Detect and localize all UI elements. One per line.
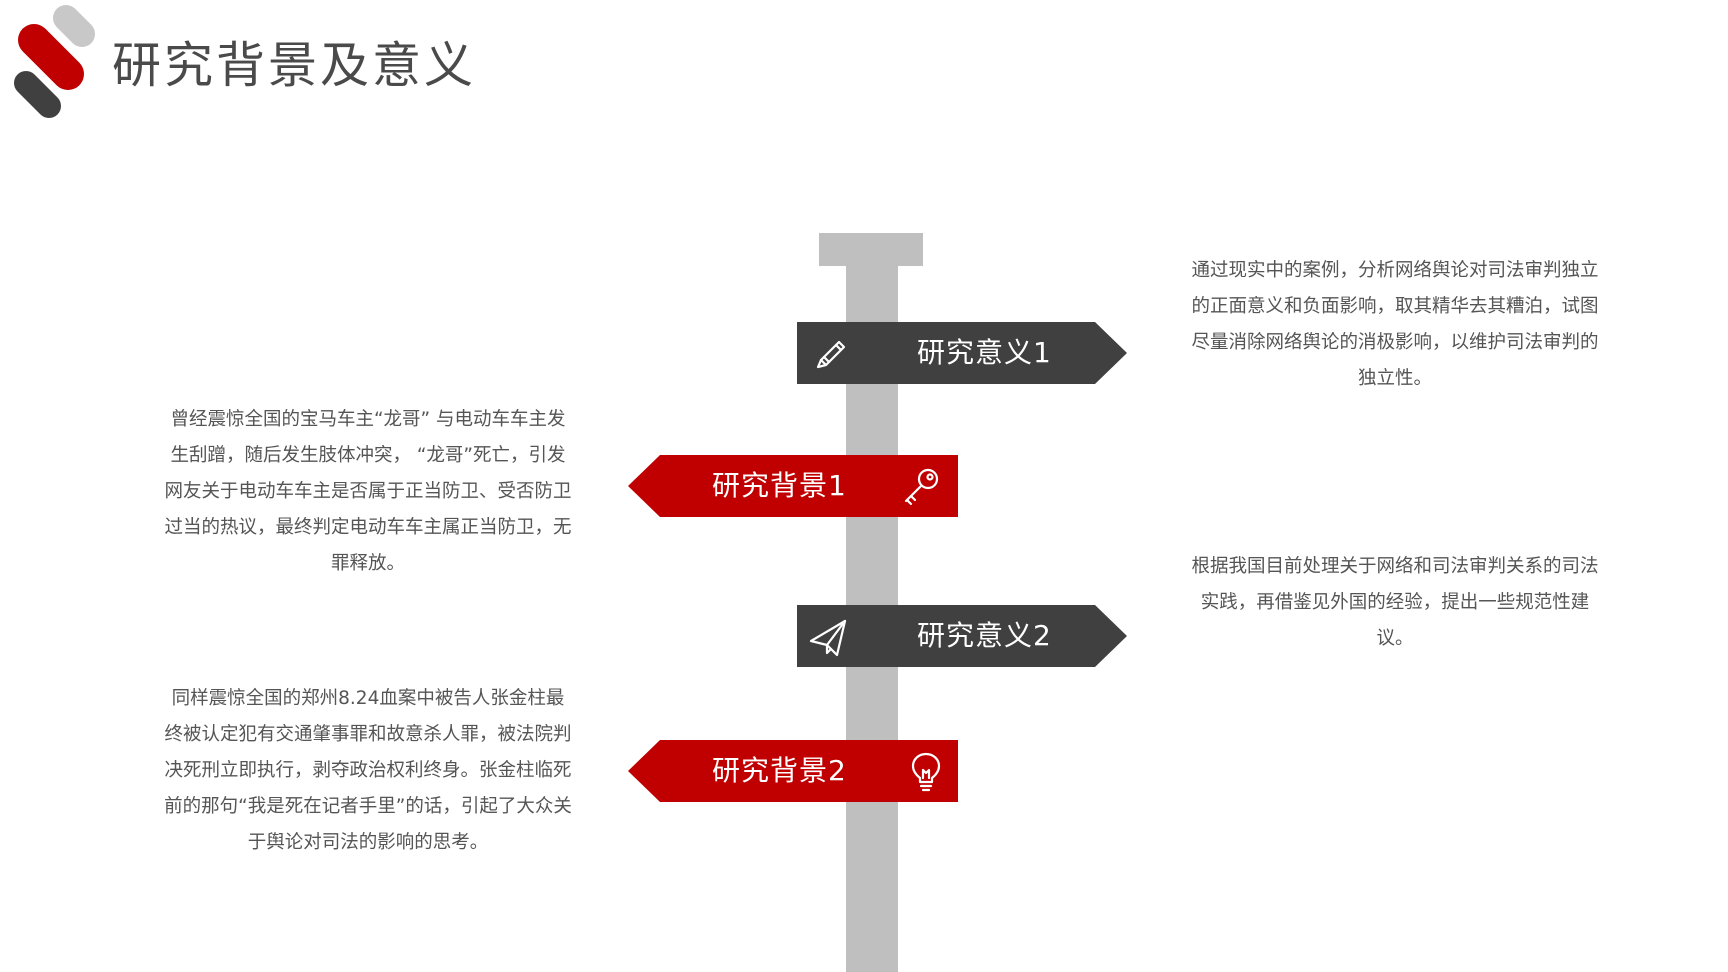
logo-red-stroke (18, 24, 84, 90)
description-background-2: 同样震惊全国的郑州8.24血案中被告人张金柱最终被认定犯有交通肇事罪和故意杀人罪… (164, 688, 572, 853)
sign-background-1-label: 研究背景1 (712, 469, 847, 502)
sign-background-2-label: 研究背景2 (712, 754, 847, 787)
key-icon (904, 468, 939, 506)
sign-background-1[interactable]: 研究背景1 (628, 455, 958, 517)
sign-background-1-shape (628, 455, 958, 517)
description-background-1: 曾经震惊全国的宝马车主“龙哥” 与电动车车主发生刮蹭，随后发生肢体冲突， “龙哥… (164, 409, 572, 574)
lightbulb-icon (911, 752, 941, 792)
sign-significance-1-label: 研究意义1 (917, 336, 1052, 369)
paper-plane-icon (809, 619, 847, 657)
logo (14, 5, 95, 118)
sign-significance-1[interactable]: 研究意义1 (797, 322, 1127, 384)
signpost-cap (819, 233, 923, 266)
description-significance-2: 根据我国目前处理关于网络和司法审判关系的司法实践，再借鉴见外国的经验，提出一些规… (1191, 556, 1599, 649)
logo-gray-stroke (53, 5, 95, 47)
sign-significance-1-shape (797, 322, 1127, 384)
logo-dark-stroke (14, 71, 61, 118)
sign-background-2-shape (628, 740, 958, 802)
sign-significance-2-label: 研究意义2 (917, 619, 1052, 652)
description-significance-1: 通过现实中的案例，分析网络舆论对司法审判独立的正面意义和负面影响，取其精华去其糟… (1191, 260, 1599, 389)
page-title: 研究背景及意义 (112, 37, 477, 94)
sign-background-2[interactable]: 研究背景2 (628, 740, 958, 802)
sign-significance-2-shape (797, 605, 1127, 667)
pencil-icon (816, 340, 846, 369)
sign-significance-2[interactable]: 研究意义2 (797, 605, 1127, 667)
